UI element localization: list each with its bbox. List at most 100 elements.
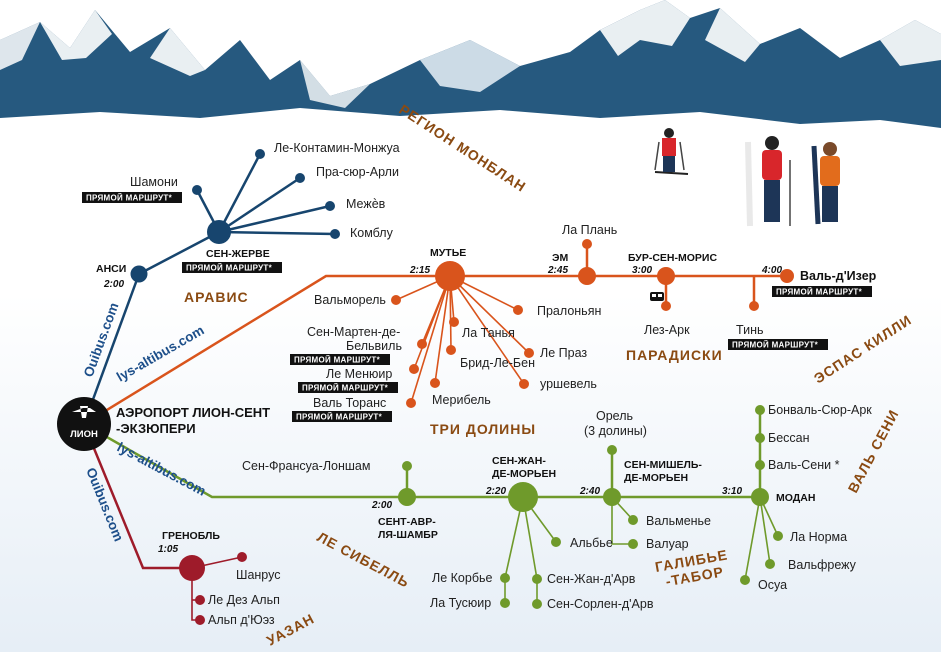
stop-st-jean-de-maurienne[interactable] xyxy=(508,482,538,512)
stop-la-plagne[interactable] xyxy=(582,239,592,249)
branch-label: Брид-Ле-Бен xyxy=(460,356,535,370)
stop-branch[interactable] xyxy=(755,460,765,470)
branch-label: Ла Танья xyxy=(462,326,515,340)
stop-grenoble[interactable] xyxy=(179,555,205,581)
orelle-line1: Орель xyxy=(596,409,633,423)
stop-branch[interactable] xyxy=(773,531,783,541)
stop-branch[interactable] xyxy=(330,229,340,239)
stop-branch[interactable] xyxy=(325,201,335,211)
airport-city: ЛИОН xyxy=(70,429,98,440)
stop-chamonix[interactable] xyxy=(192,185,202,195)
stop-branch[interactable] xyxy=(409,364,419,374)
stop-st-gervais[interactable] xyxy=(207,220,231,244)
direct-route-badge xyxy=(728,339,828,350)
stop-branch[interactable] xyxy=(195,615,205,625)
stop-branch[interactable] xyxy=(417,339,427,349)
branch-label: Ла Норма xyxy=(790,530,847,544)
chambre-time: 2:00 xyxy=(371,500,392,511)
smm-time: 2:40 xyxy=(579,486,600,497)
branch-label: Шанрус xyxy=(236,568,280,582)
stop-branch[interactable] xyxy=(237,552,247,562)
stop-branch[interactable] xyxy=(195,595,205,605)
stop-branch[interactable] xyxy=(532,574,542,584)
branch-label: Сен-Жан-д'Арв xyxy=(547,572,636,586)
stop-branch[interactable] xyxy=(446,345,456,355)
tignes-label: Тинь xyxy=(736,323,763,337)
stop-bourg-st-maurice[interactable] xyxy=(657,267,675,285)
smm-name-line2: ДЕ-МОРЬЕН xyxy=(624,472,688,484)
stop-st-francois[interactable] xyxy=(402,461,412,471)
aime-name: ЭМ xyxy=(552,252,568,264)
val-disere-name: Валь-д'Изер xyxy=(800,269,877,283)
bsm-name: БУР-СЕН-МОРИС xyxy=(628,252,717,264)
stop-orelle[interactable] xyxy=(607,445,617,455)
branch-label: Сен-Мартен-де- xyxy=(307,325,400,339)
stop-branch[interactable] xyxy=(628,539,638,549)
stop-modane[interactable] xyxy=(751,488,769,506)
branch-label: Пралоньян xyxy=(537,304,601,318)
stop-branch[interactable] xyxy=(524,348,534,358)
branch-label: Осуа xyxy=(758,578,787,592)
sjm-name-line1: СЕН-ЖАН- xyxy=(492,455,546,467)
stop-st-michel-de-maurienne[interactable] xyxy=(603,488,621,506)
branch-label: Ле Дез Альп xyxy=(208,593,280,607)
stop-les-arcs[interactable] xyxy=(661,301,671,311)
stop-branch[interactable] xyxy=(295,173,305,183)
stop-branch[interactable] xyxy=(755,433,765,443)
stop-branch[interactable] xyxy=(551,537,561,547)
branch-label: Сен-Сорлен-д'Арв xyxy=(547,597,654,611)
branch-label: Ле Праз xyxy=(540,346,587,360)
annecy-name: АНСИ xyxy=(96,263,126,275)
stop-branch[interactable] xyxy=(755,405,765,415)
stop-annecy[interactable] xyxy=(130,265,148,283)
branch-label: Ле Корбье xyxy=(432,571,492,585)
branch-label: Комблу xyxy=(350,226,394,240)
skier-icon xyxy=(654,128,689,175)
stop-branch[interactable] xyxy=(740,575,750,585)
la-plagne-label: Ла Плань xyxy=(562,223,617,237)
stop-branch[interactable] xyxy=(519,379,529,389)
airport-lyon[interactable]: ЛИОН xyxy=(57,397,111,451)
grenoble-time: 1:05 xyxy=(158,544,178,555)
chambre-name-line2: ЛЯ-ШАМБР xyxy=(378,529,438,541)
branch-label: Бессан xyxy=(768,431,810,445)
bsm-time: 3:00 xyxy=(632,265,652,276)
airport-name-line2: -ЭКЗЮПЕРИ xyxy=(116,421,196,436)
stop-branch[interactable] xyxy=(765,559,775,569)
stop-val-disere[interactable] xyxy=(780,269,794,283)
stop-branch[interactable] xyxy=(500,598,510,608)
stop-branch[interactable] xyxy=(500,573,510,583)
stop-moutiers[interactable] xyxy=(435,261,465,291)
direct-route-label: ПРЯМОЙ МАРШРУТ* xyxy=(302,384,389,393)
stop-branch[interactable] xyxy=(255,149,265,159)
val-disere-time: 4:00 xyxy=(761,265,782,276)
skier-icon xyxy=(745,136,791,227)
stop-chambre[interactable] xyxy=(398,488,416,506)
stop-branch[interactable] xyxy=(406,398,416,408)
chamonix-label: Шамони xyxy=(130,175,178,189)
chambre-name-line1: СЕНТ-АВР- xyxy=(378,516,436,528)
branch-label: Альбье xyxy=(570,536,613,550)
skier-icon xyxy=(811,142,840,225)
stop-branch[interactable] xyxy=(628,515,638,525)
branch-label: Ла Тусюир xyxy=(430,596,491,610)
line-grenoble: ГРЕНОБЛЬ 1:05 Шанрус Ле Дез Альп Альп д'… xyxy=(158,530,280,627)
direct-route-badge xyxy=(298,382,398,393)
stop-branch[interactable] xyxy=(449,317,459,327)
region-three-valleys: ТРИ ДОЛИНЫ xyxy=(430,421,536,437)
stop-aime[interactable] xyxy=(578,267,596,285)
stop-branch[interactable] xyxy=(532,599,542,609)
st-francois-label: Сен-Франсуа-Лоншам xyxy=(242,459,370,473)
stop-tignes[interactable] xyxy=(749,301,759,311)
branch-label: Вальфрежу xyxy=(788,558,857,572)
stop-branch[interactable] xyxy=(391,295,401,305)
airport-name-line1: АЭРОПОРТ ЛИОН-СЕНТ xyxy=(116,405,270,420)
direct-route-label: ПРЯМОЙ МАРШРУТ* xyxy=(732,341,819,350)
funicular-icon xyxy=(650,292,664,301)
stop-branch[interactable] xyxy=(513,305,523,315)
stop-branch[interactable] xyxy=(430,378,440,388)
branch-label: Пра-сюр-Арли xyxy=(316,165,399,179)
direct-route-label: ПРЯМОЙ МАРШРУТ* xyxy=(296,413,383,422)
route-lines xyxy=(82,153,787,621)
